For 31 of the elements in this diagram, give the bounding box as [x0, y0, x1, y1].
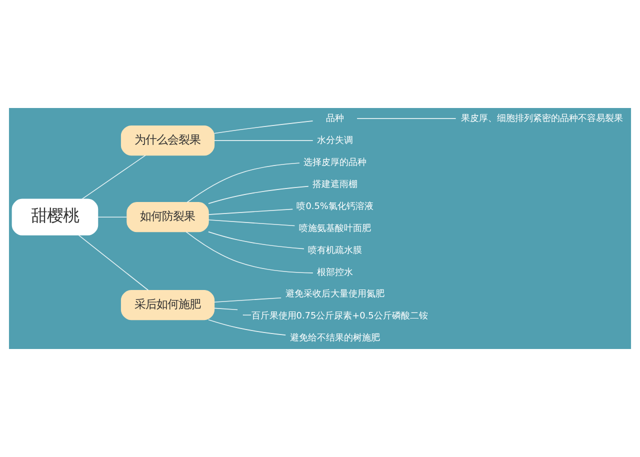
- connector: [208, 208, 294, 215]
- connector: [81, 154, 146, 200]
- node-text: 喷有机疏水膜: [308, 246, 362, 256]
- connector: [78, 234, 149, 291]
- node-box: 甜樱桃: [12, 198, 98, 236]
- node-text: 根部控水: [317, 268, 354, 278]
- connector: [208, 186, 309, 204]
- node-text: 避免采收后大量使用氮肥: [286, 290, 385, 300]
- node-text: 搭建遮雨棚: [312, 180, 358, 190]
- connector: [97, 216, 128, 218]
- node-box: 采后如何施肥: [120, 290, 215, 320]
- connector: [214, 120, 314, 134]
- node-text: 一百斤果使用0.75公斤尿素+0.5公斤磷酸二铵: [242, 312, 428, 322]
- node-text: 选择皮厚的品种: [304, 158, 367, 168]
- connector: [186, 231, 314, 274]
- node-text: 避免给不结果的树施肥: [290, 334, 380, 344]
- connector: [214, 308, 238, 310]
- connector: [208, 219, 296, 226]
- node-text: 喷施氨基酸叶面肥: [299, 224, 372, 234]
- node-text: 水分失调: [317, 136, 354, 146]
- node-text: 品种: [326, 114, 344, 124]
- connector: [186, 162, 300, 203]
- connector: [356, 118, 456, 119]
- node-text: 喷0.5%氯化钙溶液: [296, 202, 374, 212]
- connector: [208, 231, 304, 250]
- connector: [214, 140, 314, 141]
- node-box: 为什么会裂果: [120, 126, 215, 156]
- node-box: 如何防裂果: [126, 202, 209, 232]
- connector: [208, 319, 286, 336]
- connector: [214, 297, 282, 303]
- node-text: 果皮厚、细胞排列紧密的品种不容易裂果: [460, 114, 623, 124]
